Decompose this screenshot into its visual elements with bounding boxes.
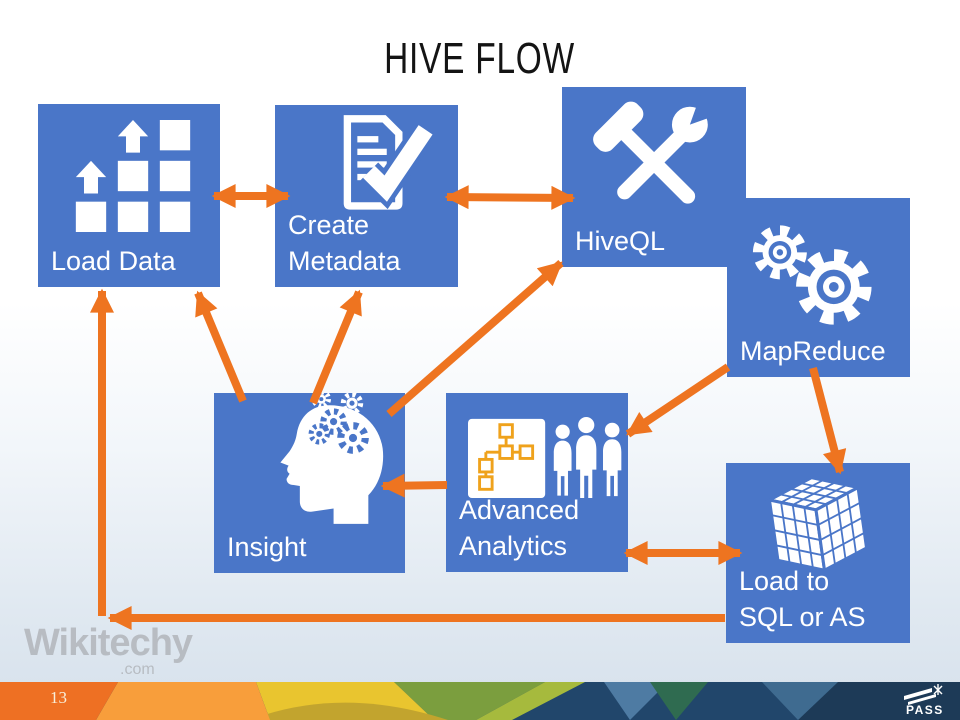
document-check-icon [343, 115, 437, 210]
hammer-wrench-icon [593, 95, 720, 204]
small-gear [752, 225, 807, 280]
node-hiveql: HiveQL [562, 87, 746, 267]
node-label: MapReduce [740, 336, 886, 367]
node-label: Insight [227, 532, 307, 563]
footer-mosaic [0, 682, 960, 720]
node-load-data: Load Data [38, 104, 220, 287]
page-number: 13 [50, 688, 67, 707]
node-label: Advanced Analytics [459, 494, 580, 562]
arrow-mapreduce-cube [809, 366, 847, 475]
node-insight: Insight [214, 393, 405, 573]
node-load-sql: Load to SQL or AS [726, 463, 910, 643]
watermark: Wikitechy .com [24, 622, 193, 679]
node-create-metadata: Create Metadata [275, 105, 458, 287]
flowchart-people-icon [468, 416, 622, 498]
gears-icon [752, 225, 872, 325]
olap-cube-icon [765, 476, 869, 573]
page-title-text: HIVE FLOW [384, 34, 576, 83]
bar-chart-growth-icon [75, 120, 191, 232]
watermark-domain: .com [120, 661, 155, 678]
large-gear [796, 249, 872, 325]
people-silhouettes [553, 416, 622, 498]
arrow-mapreduce-analytics [625, 363, 731, 438]
node-label: Load Data [51, 246, 176, 277]
node-label: HiveQL [575, 226, 666, 257]
arrow-insight-metadata [309, 289, 363, 405]
page-title: HIVE FLOW [0, 34, 960, 84]
node-label: Create Metadata [288, 209, 401, 277]
node-mapreduce: MapReduce [727, 198, 910, 377]
head-gears-icon [280, 393, 384, 524]
node-label: Load to SQL or AS [739, 565, 866, 633]
watermark-brand: Wikitechy [24, 622, 193, 664]
pass-logo-text: PASS [906, 703, 944, 716]
arrow-metadata-hiveql [444, 185, 576, 210]
pass-logo: PASS [904, 684, 944, 716]
node-advanced-analytics: Advanced Analytics [446, 393, 628, 572]
flowchart-glyph [478, 423, 535, 491]
footer-bar [0, 682, 960, 720]
arrow-insight-loaddata [194, 290, 247, 403]
